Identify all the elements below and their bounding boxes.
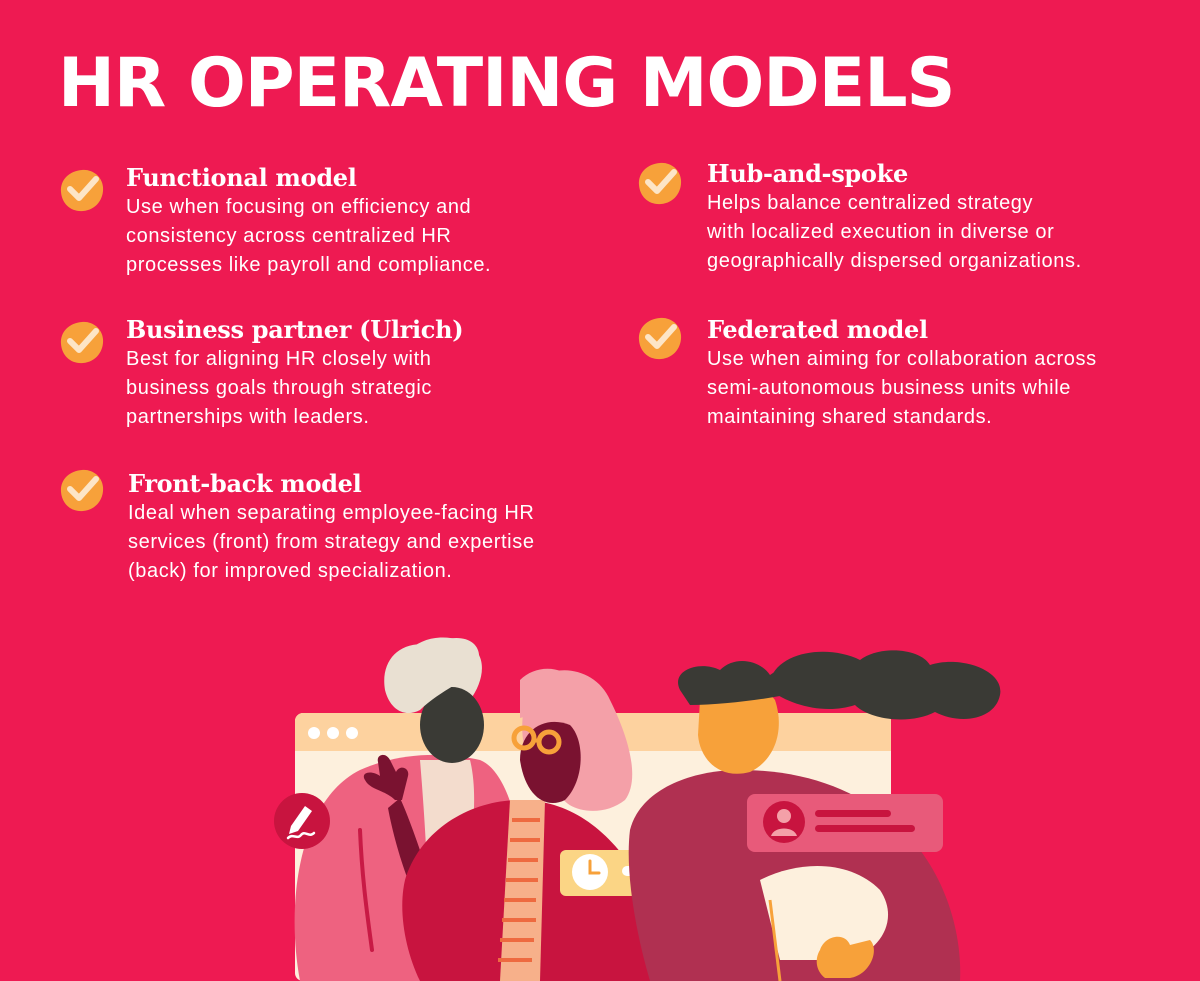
model-business-partner: Business partner (Ulrich) Best for align… bbox=[126, 315, 626, 432]
model-federated: Federated model Use when aiming for coll… bbox=[707, 315, 1200, 432]
model-heading: Functional model bbox=[126, 163, 357, 192]
model-heading: Business partner (Ulrich) bbox=[126, 315, 464, 344]
page-title: HR OPERATING MODELS bbox=[58, 44, 956, 123]
model-front-back: Front-back model Ideal when separating e… bbox=[128, 469, 628, 586]
model-functional: Functional model Use when focusing on ef… bbox=[126, 163, 626, 280]
person-middle bbox=[402, 668, 690, 981]
check-badge-icon bbox=[637, 315, 683, 361]
pen-signature-icon bbox=[274, 793, 330, 849]
check-badge-icon bbox=[59, 167, 105, 213]
model-heading: Hub-and-spoke bbox=[707, 159, 908, 188]
profile-card bbox=[747, 794, 943, 852]
model-heading: Federated model bbox=[707, 315, 928, 344]
people-illustration bbox=[274, 637, 1001, 981]
check-badge-icon bbox=[59, 467, 105, 513]
model-description: Use when aiming for collaboration across… bbox=[707, 348, 1097, 428]
model-description: Helps balance centralized strategy with … bbox=[707, 192, 1082, 272]
model-description: Use when focusing on efficiency and cons… bbox=[126, 196, 492, 276]
user-profile-icon bbox=[763, 801, 805, 843]
model-description: Ideal when separating employee-facing HR… bbox=[128, 502, 535, 582]
check-badge-icon bbox=[59, 319, 105, 365]
check-badge-icon bbox=[637, 160, 683, 206]
clock-icon bbox=[572, 854, 608, 890]
model-hub-and-spoke: Hub-and-spoke Helps balance centralized … bbox=[707, 159, 1200, 276]
model-heading: Front-back model bbox=[128, 469, 362, 498]
model-description: Best for aligning HR closely with busine… bbox=[126, 348, 433, 428]
